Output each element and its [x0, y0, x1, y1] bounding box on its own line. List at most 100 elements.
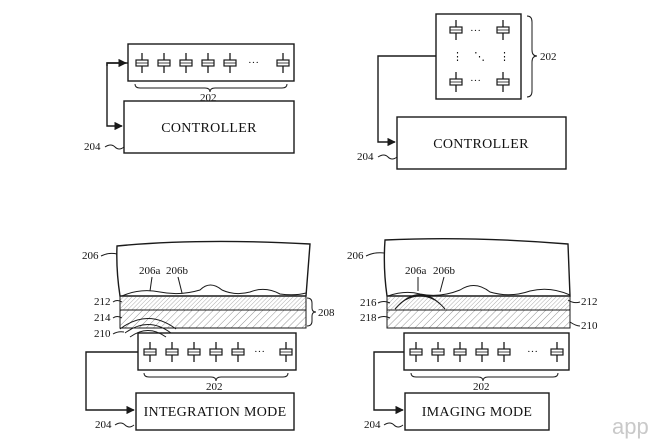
wave-ref: 210 — [94, 328, 111, 340]
transducer-element — [279, 342, 293, 362]
layer-leader-212 — [567, 299, 581, 304]
fingerprint-ridges — [121, 284, 307, 297]
connection-arrow — [373, 351, 404, 415]
layer-leader-218 — [377, 316, 391, 319]
panel-top-right: ··· ··· ⋮ ⋮ ⋱ 202 CONTROLLER 204 — [357, 13, 567, 170]
transducer-element — [179, 53, 193, 73]
controller-label: CONTROLLER — [161, 121, 257, 136]
grid-ellipsis-row-bottom: ··· — [470, 75, 481, 87]
transducer-element — [449, 20, 463, 40]
cover-layer — [386, 295, 571, 311]
mode-label: INTEGRATION MODE — [144, 405, 287, 420]
ellipsis: ··· — [254, 346, 265, 358]
layer-ref-212: 212 — [94, 296, 111, 308]
transducer-grid — [449, 20, 510, 92]
transducer-element — [157, 53, 171, 73]
controller-ref-leader — [114, 422, 135, 428]
array-ref: 202 — [200, 92, 217, 104]
grid-ellipsis-diag: ⋱ — [474, 51, 485, 63]
transducer-element — [209, 342, 223, 362]
controller-ref: 204 — [357, 151, 374, 163]
finger-ref: 206 — [82, 250, 99, 262]
layer-ref-218: 218 — [360, 312, 377, 324]
grid-ref: 202 — [540, 51, 557, 63]
transducer-element — [431, 342, 445, 362]
finger-outline — [383, 237, 571, 297]
layer-leader-212 — [112, 300, 123, 303]
transducer-element — [496, 20, 510, 40]
transducer-element — [453, 342, 467, 362]
controller-ref: 204 — [95, 419, 112, 431]
panel-top-left: ··· 202 CONTROLLER 204 — [84, 43, 295, 154]
transducer-row — [143, 342, 293, 362]
array-brace — [143, 372, 289, 382]
mode-label: IMAGING MODE — [422, 405, 533, 420]
ridge-leader-a — [149, 276, 153, 292]
transducer-element — [223, 53, 237, 73]
transducer-element — [143, 342, 157, 362]
controller-label: CONTROLLER — [433, 137, 529, 152]
ridge-ref-a: 206a — [405, 265, 427, 277]
finger-ref-leader — [100, 252, 118, 257]
transducer-element — [231, 342, 245, 362]
mode-box — [404, 392, 550, 431]
controller-ref: 204 — [364, 419, 381, 431]
transducer-element — [409, 342, 423, 362]
fingerprint-ridges — [387, 285, 571, 297]
controller-ref: 204 — [84, 141, 101, 153]
transducer-element — [165, 342, 179, 362]
ridge-ref-b: 206b — [433, 265, 456, 277]
layer-leader-216 — [377, 301, 391, 304]
stack-brace — [306, 297, 317, 327]
connection-arrow — [106, 62, 128, 131]
layer-ref-216: 216 — [360, 297, 377, 309]
wave-arcs — [119, 318, 177, 338]
grid-ellipsis-col-right: ⋮ — [499, 51, 510, 63]
panel-bottom-left: 206 206a 206b 212 214 210 208 ··· 202 IN… — [82, 240, 335, 431]
grid-ellipsis-row-top: ··· — [470, 25, 481, 37]
watermark: app — [612, 414, 649, 439]
transducer-element — [449, 72, 463, 92]
array-brace — [410, 372, 559, 382]
ridge-leader-b — [177, 276, 183, 294]
transducer-element — [497, 342, 511, 362]
ridge-leader-b — [439, 276, 445, 293]
array-ref: 202 — [473, 381, 490, 393]
array-brace — [134, 83, 288, 93]
layer-leader-214 — [112, 316, 123, 319]
transducer-element — [550, 342, 564, 362]
stack-ref: 208 — [318, 307, 335, 319]
transducer-element — [276, 53, 290, 73]
connection-arrow-up — [106, 58, 127, 68]
cover-layer — [119, 295, 307, 311]
controller-ref-leader — [104, 144, 125, 150]
grid-ellipsis-col-left: ⋮ — [452, 51, 463, 63]
controller-ref-leader — [383, 422, 404, 428]
mode-box — [135, 392, 295, 431]
transducer-element — [135, 53, 149, 73]
wave-arcs — [394, 294, 446, 310]
transducer-element — [187, 342, 201, 362]
controller-box — [123, 100, 295, 154]
controller-box — [396, 116, 567, 170]
connection-arrow — [377, 55, 436, 147]
transducer-row — [409, 342, 564, 362]
sensor-layer — [386, 309, 571, 329]
ridge-ref-b: 206b — [166, 265, 189, 277]
transducer-element — [201, 53, 215, 73]
layer-ref-212: 212 — [581, 296, 598, 308]
layer-ref-210: 210 — [581, 320, 598, 332]
layer-leader-210 — [569, 321, 581, 327]
finger-ref-leader — [365, 252, 385, 257]
panel-bottom-right: 206 206a 206b 216 218 212 210 ··· 202 IM… — [347, 237, 598, 431]
transducer-row — [135, 53, 290, 73]
controller-ref-leader — [377, 154, 398, 160]
ellipsis: ··· — [527, 346, 538, 358]
layer-ref-214: 214 — [94, 312, 111, 324]
grid-brace — [526, 15, 538, 98]
finger-ref: 206 — [347, 250, 364, 262]
wave-leader — [112, 331, 125, 335]
finger-outline — [116, 240, 311, 297]
ellipsis: ··· — [248, 57, 259, 69]
